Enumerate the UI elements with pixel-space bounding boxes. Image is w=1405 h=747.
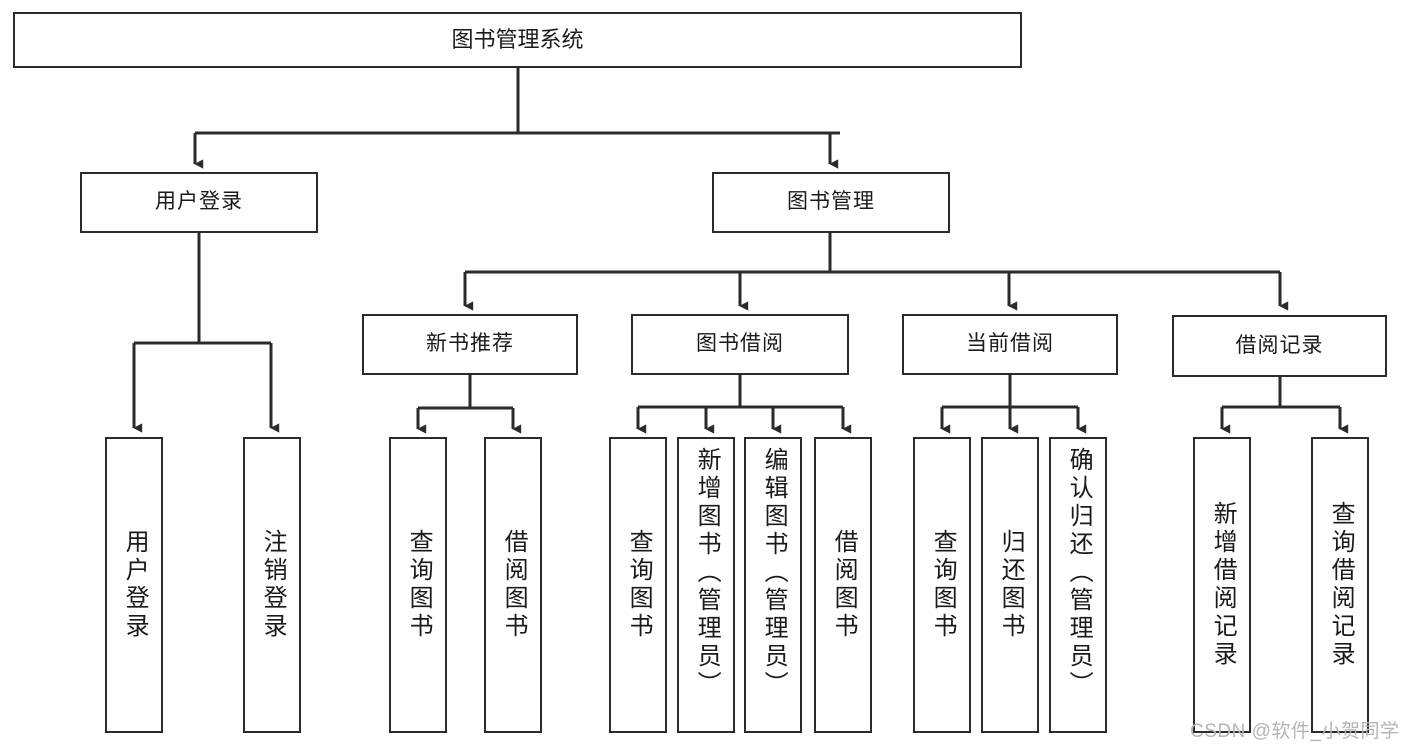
leaf-query-book-recommend[interactable]: 查询图书 [389, 437, 447, 733]
leaf-query-book-borrow[interactable]: 查询图书 [609, 437, 667, 733]
node-label: 新增图书（管理员） [693, 447, 721, 699]
node-user-login[interactable]: 用户登录 [80, 172, 318, 233]
node-label: 新增借阅记录 [1209, 501, 1237, 669]
node-new-book-recommend[interactable]: 新书推荐 [362, 314, 578, 375]
node-label: 查询图书 [625, 529, 653, 641]
node-label: 编辑图书（管理员） [760, 447, 788, 699]
node-label: 借阅图书 [830, 529, 858, 641]
leaf-user-login[interactable]: 用户登录 [105, 437, 163, 733]
node-label: 借阅图书 [500, 529, 528, 641]
node-label: 图书管理系统 [451, 27, 584, 53]
node-label: 查询借阅记录 [1327, 501, 1355, 669]
node-root-system[interactable]: 图书管理系统 [13, 12, 1022, 68]
node-label: 确认归还（管理员） [1065, 447, 1093, 699]
leaf-borrow-book-recommend[interactable]: 借阅图书 [484, 437, 542, 733]
node-borrow-record[interactable]: 借阅记录 [1172, 315, 1387, 377]
node-label: 注销登录 [259, 529, 287, 641]
leaf-edit-book-admin[interactable]: 编辑图书（管理员） [744, 437, 802, 733]
node-label: 当前借阅 [966, 332, 1054, 356]
leaf-return-book[interactable]: 归还图书 [981, 437, 1039, 733]
leaf-add-borrow-record[interactable]: 新增借阅记录 [1193, 437, 1251, 733]
node-label: 借阅记录 [1235, 333, 1324, 357]
node-label: 新书推荐 [426, 332, 514, 356]
node-label: 查询图书 [405, 529, 433, 641]
leaf-add-book-admin[interactable]: 新增图书（管理员） [677, 437, 735, 733]
node-label: 用户登录 [121, 529, 149, 641]
node-book-management[interactable]: 图书管理 [712, 172, 950, 233]
node-label: 图书借阅 [696, 332, 784, 356]
csdn-watermark: CSDN @软件_小贺同学 [1190, 721, 1400, 742]
node-label: 图书管理 [787, 190, 875, 214]
node-label: 查询图书 [929, 529, 957, 641]
leaf-confirm-return-admin[interactable]: 确认归还（管理员） [1049, 437, 1107, 733]
node-label: 归还图书 [997, 529, 1025, 641]
node-book-borrow[interactable]: 图书借阅 [631, 314, 849, 375]
leaf-borrow-book[interactable]: 借阅图书 [814, 437, 872, 733]
leaf-query-borrow-record[interactable]: 查询借阅记录 [1311, 437, 1369, 733]
leaf-query-book-current[interactable]: 查询图书 [913, 437, 971, 733]
node-label: 用户登录 [155, 190, 243, 214]
node-current-borrow[interactable]: 当前借阅 [902, 314, 1118, 375]
leaf-logout[interactable]: 注销登录 [243, 437, 301, 733]
